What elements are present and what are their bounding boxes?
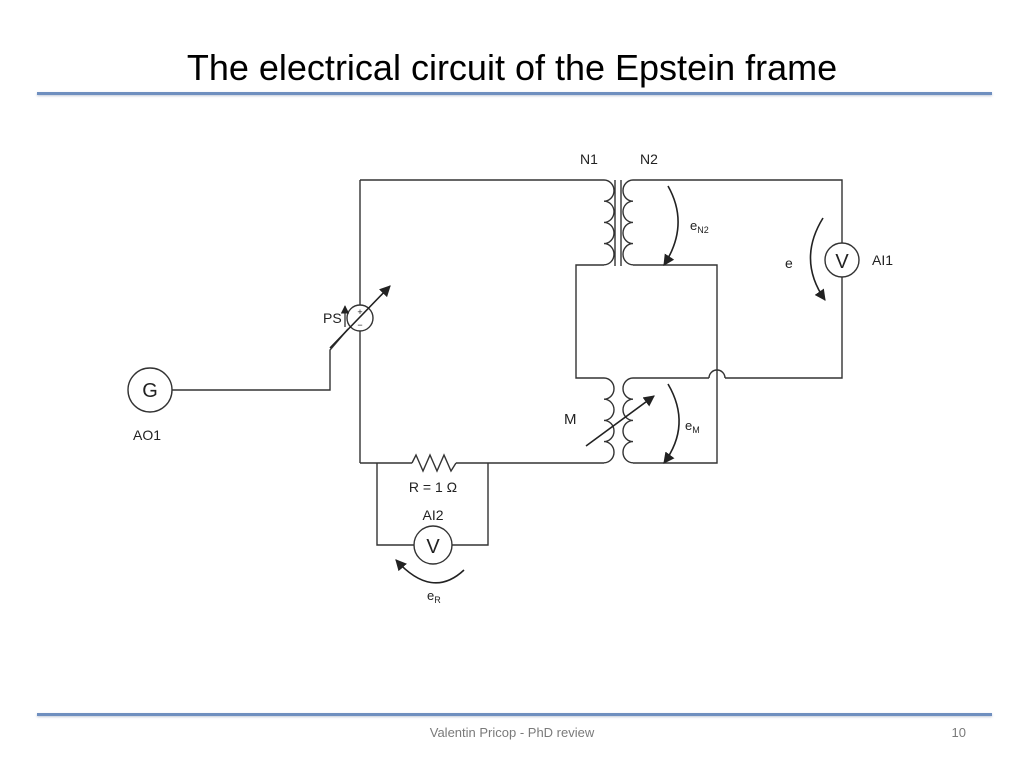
generator-g-symbol: G bbox=[142, 380, 158, 402]
footer-author: Valentin Pricop - PhD review bbox=[429, 725, 595, 740]
label-en2: eN2 bbox=[690, 218, 709, 235]
power-supply-symbol bbox=[346, 304, 374, 332]
slide-title: The electrical circuit of the Epstein fr… bbox=[186, 47, 838, 88]
wire-secondary-right bbox=[725, 277, 843, 379]
voltmeter-ai1-symbol: V bbox=[835, 251, 849, 273]
voltmeter-ai1 bbox=[824, 242, 860, 278]
label-m: M bbox=[564, 411, 577, 428]
e-arrow bbox=[809, 217, 826, 301]
label-n1: N1 bbox=[580, 151, 598, 167]
m-variable-arrow bbox=[585, 395, 655, 447]
wire-secondary-top bbox=[633, 179, 843, 243]
page-number: 10 bbox=[951, 725, 966, 740]
coil-n1 bbox=[603, 179, 615, 266]
wire-n1-to-m bbox=[575, 264, 604, 379]
ps-plus-sign: + bbox=[357, 307, 362, 317]
label-ai2: AI2 bbox=[422, 507, 443, 523]
label-e: e bbox=[785, 255, 793, 271]
label-n2: N2 bbox=[640, 151, 658, 167]
wire-generator-to-ps bbox=[172, 328, 349, 391]
wire-ai2-branch bbox=[376, 463, 489, 546]
title-divider bbox=[37, 92, 992, 95]
em-arrow bbox=[663, 383, 680, 464]
label-ai1: AI1 bbox=[872, 252, 893, 268]
generator-symbol bbox=[127, 367, 173, 413]
footer-divider bbox=[37, 713, 992, 716]
coil-m-secondary bbox=[622, 377, 634, 464]
label-er: eR bbox=[427, 588, 441, 605]
label-ao1: AO1 bbox=[133, 427, 161, 443]
en2-arrow bbox=[663, 185, 679, 266]
label-resistor: R = 1 Ω bbox=[409, 479, 457, 495]
label-em: eM bbox=[685, 418, 700, 435]
label-ps: PS bbox=[323, 310, 342, 326]
ps-minus-sign: − bbox=[357, 320, 362, 330]
er-arrow bbox=[395, 559, 465, 584]
resistor-symbol bbox=[411, 453, 457, 473]
wire-n2-to-m bbox=[633, 264, 718, 464]
voltmeter-ai2 bbox=[413, 525, 453, 565]
ps-variable-arrow bbox=[329, 285, 391, 349]
voltmeter-ai2-symbol: V bbox=[426, 536, 440, 558]
coil-m-primary bbox=[603, 377, 615, 464]
coil-n2 bbox=[622, 179, 634, 266]
